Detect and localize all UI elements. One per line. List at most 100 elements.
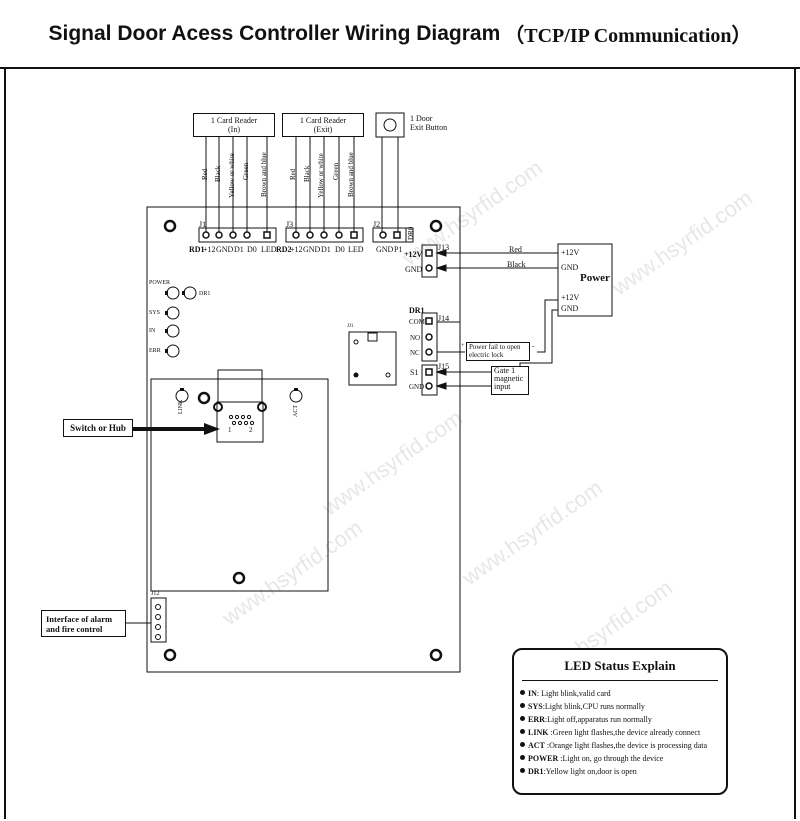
legend-item: ACT :Orange light flashes,the device is … [520,739,726,752]
j14-pin: COM [409,318,425,326]
card-reader-exit: 1 Card Reader (Exit) [282,113,364,137]
led-in-label: IN [149,328,156,334]
wire-label: Green [332,162,340,180]
led-act-label: ACT [293,405,299,417]
switch-hub-label: Switch or Hub [70,423,126,433]
wire-label: Black [303,165,311,182]
legend-item: ERR:Light off,apparatus run normally [520,713,726,726]
power-in-12v: +12V [561,248,580,257]
j2-pin: P1 [394,245,403,254]
connector-j13 [421,244,438,278]
gate-label-3: input [494,382,511,391]
exit-button-label-1: 1 Door [410,114,433,123]
network-module [150,378,329,592]
gate-label-1: Gate 1 [494,366,516,375]
mounting-holes [163,219,443,662]
lock-minus: - [532,342,535,350]
j3-pin: LED [348,245,364,254]
j3-pin: RD2 [276,245,292,254]
card-reader-in-label: 1 Card Reader [210,116,258,125]
lock-label-2: electric lock [469,351,504,359]
exit-button [375,112,405,138]
wire-label: Green [242,162,250,180]
j3-pin: GND [303,245,321,254]
j1-pin: +12 [203,245,216,254]
j12-label: J12 [151,591,160,597]
card-reader-exit-sub: (Exit) [313,125,333,134]
connector-j2 [372,227,407,243]
legend-item: DR1:Yellow light on,door is open [520,765,726,778]
j15-pin: S1 [410,368,419,377]
j13-label: J13 [438,243,450,252]
connector-j1 [198,227,277,243]
power-wire-red-label: Red [509,245,522,254]
j1-pin: GND [216,245,234,254]
power-wire-black-label: Black [507,260,526,269]
rj45-port [213,369,267,443]
alarm-interface-box: Interface of alarm and fire control [41,610,126,637]
lock-label-1: Power fail to open [469,343,521,351]
title-sub: （TCP/IP Communication） [504,25,752,47]
wire-label: Black [214,165,222,182]
switch-hub-box: Switch or Hub [63,419,133,437]
j3-pin: +12 [290,245,303,254]
j1-label: J1 [199,220,207,229]
j14-pin: NO [410,334,421,342]
power-in-gnd: GND [561,263,579,272]
power-supply [557,243,613,317]
j2-pin: GND [376,245,394,254]
diagram-frame [4,67,796,819]
j3-pin: D0 [335,245,345,254]
card-reader-exit-label: 1 Card Reader [299,116,347,125]
rj45-pin-label: 1 [228,426,232,434]
led-power-label: POWER [149,280,170,286]
dr0-label: DR0 [407,226,415,240]
j3-label: J3 [286,220,294,229]
jj1-label: JJ1 [347,324,354,329]
j1-pin: LED [261,245,277,254]
led-sys-label: SYS [149,310,161,316]
j1-pin: RD1 [189,245,205,254]
controller-board [146,206,461,673]
legend-item: LINK :Green light flashes,the device alr… [520,726,726,739]
status-leds [166,286,303,403]
legend-item: POWER :Light on, go through the device [520,752,726,765]
gate-input-box: Gate 1 magnetic input [491,366,529,395]
dr1-connector-label: DR1 [409,306,425,315]
j15-pin: GND [409,383,425,391]
wire-label: Brown and blue [260,152,268,197]
reader-wires [205,137,399,232]
rj45-pin-label: 2 [249,426,253,434]
led-status-legend: LED Status Explain IN: Light blink,valid… [512,648,728,795]
power-out-gnd: GND [561,304,579,313]
j13-pin: GND [405,265,423,274]
led-link-label: LINK [178,399,184,414]
connector-j15 [421,364,438,396]
card-reader-in: 1 Card Reader (In) [193,113,275,137]
j2-label: J2 [373,220,381,229]
j1-pin: D0 [247,245,257,254]
connector-j14 [421,312,438,362]
legend-item: SYS:Light blink,CPU runs normally [520,700,726,713]
electric-lock-box: Power fail to open electric lock [466,342,530,361]
led-err-label: ERR [149,348,161,354]
wire-label: Red [289,168,297,180]
card-reader-in-sub: (In) [228,125,240,134]
lock-plus: + [461,343,465,349]
wire-label: Red [201,168,209,180]
wire-label: Brown and blue [347,152,355,197]
wire-label: Yellow or white [228,153,236,198]
j14-label: J14 [438,314,450,323]
alarm-label-2: and fire control [46,624,103,634]
power-out-12v: +12V [561,293,580,302]
legend-item: IN: Light blink,valid card [520,687,726,700]
gate-label-2: magnetic [494,374,524,383]
connector-j12 [150,597,167,643]
exit-button-label-2: Exit Button [410,123,448,132]
j3-pin: D1 [321,245,331,254]
alarm-label-1: Interface of alarm [46,614,113,624]
j1-pin: D1 [234,245,244,254]
wire-label: Yellow or white [317,153,325,198]
led-dr1-label: DR1 [199,291,211,297]
power-title: Power [580,272,610,284]
